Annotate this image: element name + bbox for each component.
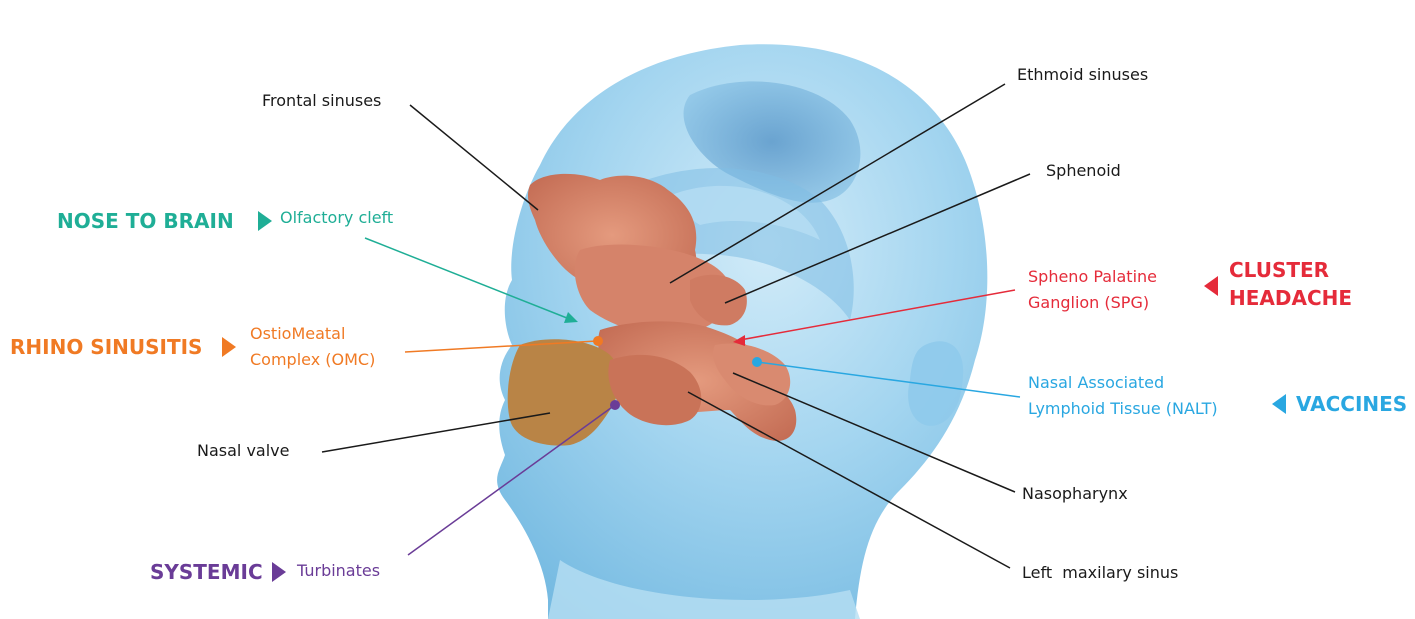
category-cluster-line1: CLUSTER [1229,258,1329,282]
label-nalt-line1: Nasal Associated [1028,372,1164,393]
leader-omc-dot [593,336,603,346]
label-spg-line2: Ganglion (SPG) [1028,292,1149,313]
category-nose-to-brain: NOSE TO BRAIN [57,209,234,233]
arrow-vaccines-icon [1272,394,1286,414]
leader-frontal-sinuses [410,105,538,210]
arrow-rhino-sinusitis-icon [222,337,236,357]
category-rhino-sinusitis: RHINO SINUSITIS [10,335,202,359]
label-nalt-line2: Lymphoid Tissue (NALT) [1028,398,1218,419]
category-cluster-line2: HEADACHE [1229,286,1352,310]
label-nasal-valve: Nasal valve [197,440,289,461]
label-nasopharynx: Nasopharynx [1022,483,1128,504]
label-omc-line2: Complex (OMC) [250,349,375,370]
arrow-systemic-icon [272,562,286,582]
leader-turbinates-dot [610,400,620,410]
label-spg-line1: Spheno Palatine [1028,266,1157,287]
label-turbinates: Turbinates [297,560,380,581]
label-frontal-sinuses: Frontal sinuses [262,90,381,111]
arrow-cluster-headache-icon [1204,276,1218,296]
category-vaccines: VACCINES [1296,392,1407,416]
label-ethmoid-sinuses: Ethmoid sinuses [1017,64,1148,85]
label-olfactory-cleft: Olfactory cleft [280,207,393,228]
arrow-nose-to-brain-icon [258,211,272,231]
label-sphenoid: Sphenoid [1046,160,1121,181]
label-left-maxillary-sinus: Left maxilary sinus [1022,562,1178,583]
category-systemic: SYSTEMIC [150,560,263,584]
label-omc-line1: OstioMeatal [250,323,345,344]
leader-nalt-dot [752,357,762,367]
